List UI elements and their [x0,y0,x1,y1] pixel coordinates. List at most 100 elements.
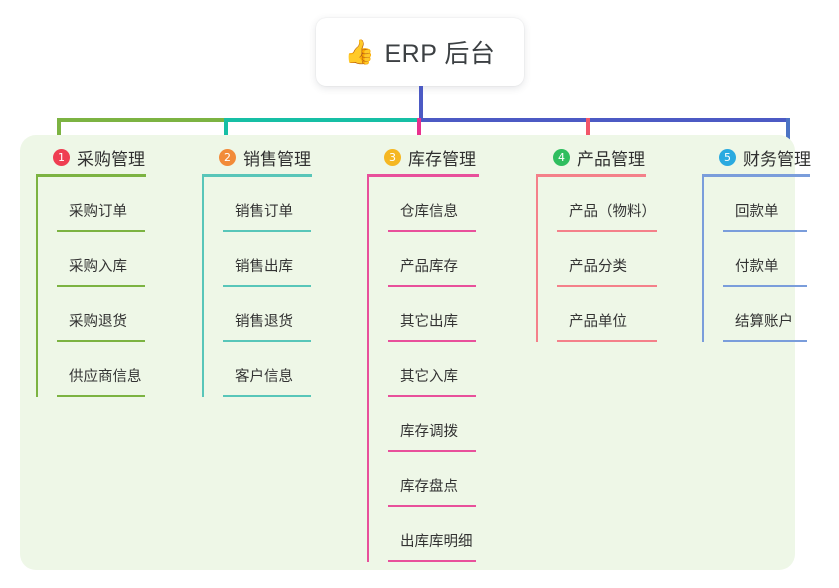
list-item[interactable]: 产品库存 [388,232,476,287]
list-item[interactable]: 供应商信息 [57,342,145,397]
list-item-rule [723,230,807,232]
list-item-rule [223,230,311,232]
list-item[interactable]: 销售出库 [223,232,311,287]
list-item-rule [57,395,145,397]
list-item[interactable]: 采购订单 [57,177,145,232]
list-item-rule [557,230,657,232]
column-header-rule-3 [367,174,479,177]
root-node-card[interactable]: 👍 ERP 后台 [316,18,524,86]
list-item-label: 销售订单 [235,204,293,220]
list-item-label: 产品单位 [569,314,627,330]
list-item-label: 付款单 [735,259,779,275]
list-item-rule [723,285,807,287]
column-items-4: 产品（物料） 产品分类产品单位 [536,177,657,342]
list-item-label: 采购退货 [69,314,127,330]
list-item-rule [388,505,476,507]
list-item[interactable]: 销售退货 [223,287,311,342]
column-spine-5 [702,177,704,342]
list-item-label: 出库库明细 [400,534,473,550]
list-item-rule [557,340,657,342]
list-item[interactable]: 产品（物料） [557,177,657,232]
list-item-rule [723,340,807,342]
list-item-rule [57,230,145,232]
list-item-label: 产品库存 [400,259,458,275]
list-item[interactable]: 采购退货 [57,287,145,342]
column-title-4: 产品管理 [577,149,645,169]
list-item[interactable]: 出库库明细 [388,507,476,562]
list-item-label: 产品（物料） [569,204,656,220]
list-item[interactable]: 其它入库 [388,342,476,397]
column-header-rule-2 [202,174,312,177]
column-title-3: 库存管理 [408,149,476,169]
list-item[interactable]: 结算账户 [723,287,807,342]
connector-bus-teal [224,118,420,122]
column-title-2: 销售管理 [243,149,311,169]
column-spine-1 [36,177,38,397]
root-node-content: 👍 ERP 后台 [345,34,496,70]
column-spine-3 [367,177,369,562]
list-item[interactable]: 仓库信息 [388,177,476,232]
column-header-rule-5 [702,174,810,177]
thumbs-up-icon: 👍 [344,38,375,66]
list-item-label: 客户信息 [235,369,293,385]
list-item-label: 仓库信息 [400,204,458,220]
connector-bus-blue [417,118,788,122]
column-items-5: 回款单付款单结算账户 [702,177,807,342]
column-badge-4: 4 [553,148,570,166]
column-1: 1 采购管理采购订单采购入库采购退货供应商信息 [36,145,146,397]
list-item-label: 回款单 [735,204,779,220]
list-item[interactable]: 客户信息 [223,342,311,397]
list-item[interactable]: 销售订单 [223,177,311,232]
column-header-rule-1 [36,174,146,177]
column-badge-1: 1 [53,148,70,166]
list-item-label: 其它入库 [400,369,458,385]
list-item-label: 结算账户 [735,314,793,330]
list-item-rule [57,285,145,287]
root-node-title: ERP 后台 [384,40,496,68]
list-item-label: 采购订单 [69,204,127,220]
list-item-label: 销售退货 [235,314,293,330]
list-item-rule [57,340,145,342]
list-item-rule [388,230,476,232]
list-item[interactable]: 采购入库 [57,232,145,287]
column-spine-2 [202,177,204,397]
list-item[interactable]: 库存盘点 [388,452,476,507]
column-spine-4 [536,177,538,342]
list-item-rule [388,340,476,342]
column-header-rule-4 [536,174,646,177]
column-badge-2: 2 [219,148,236,166]
column-header-2[interactable]: 2 销售管理 [202,145,312,169]
list-item[interactable]: 付款单 [723,232,807,287]
column-4: 4 产品管理产品（物料） 产品分类产品单位 [536,145,657,342]
list-item-label: 其它出库 [400,314,458,330]
column-badge-5: 5 [719,148,736,166]
list-item-rule [388,450,476,452]
column-items-1: 采购订单采购入库采购退货供应商信息 [36,177,145,397]
connector-bus-green [57,118,387,122]
list-item[interactable]: 库存调拨 [388,397,476,452]
list-item-label: 产品分类 [569,259,627,275]
connector-stem [419,86,423,120]
list-item-rule [223,340,311,342]
list-item-rule [388,395,476,397]
list-item-rule [388,285,476,287]
list-item[interactable]: 回款单 [723,177,807,232]
list-item[interactable]: 产品单位 [557,287,657,342]
list-item-rule [223,395,311,397]
list-item-rule [557,285,657,287]
list-item-label: 库存调拨 [400,424,458,440]
list-item-label: 采购入库 [69,259,127,275]
list-item[interactable]: 产品分类 [557,232,657,287]
column-header-4[interactable]: 4 产品管理 [536,145,652,169]
column-header-1[interactable]: 1 采购管理 [36,145,146,169]
list-item-rule [388,560,476,562]
list-item[interactable]: 其它出库 [388,287,476,342]
column-items-2: 销售订单销售出库销售退货客户信息 [202,177,311,397]
column-2: 2 销售管理销售订单销售出库销售退货客户信息 [202,145,312,397]
content-panel [20,135,795,570]
column-title-1: 采购管理 [77,149,145,169]
